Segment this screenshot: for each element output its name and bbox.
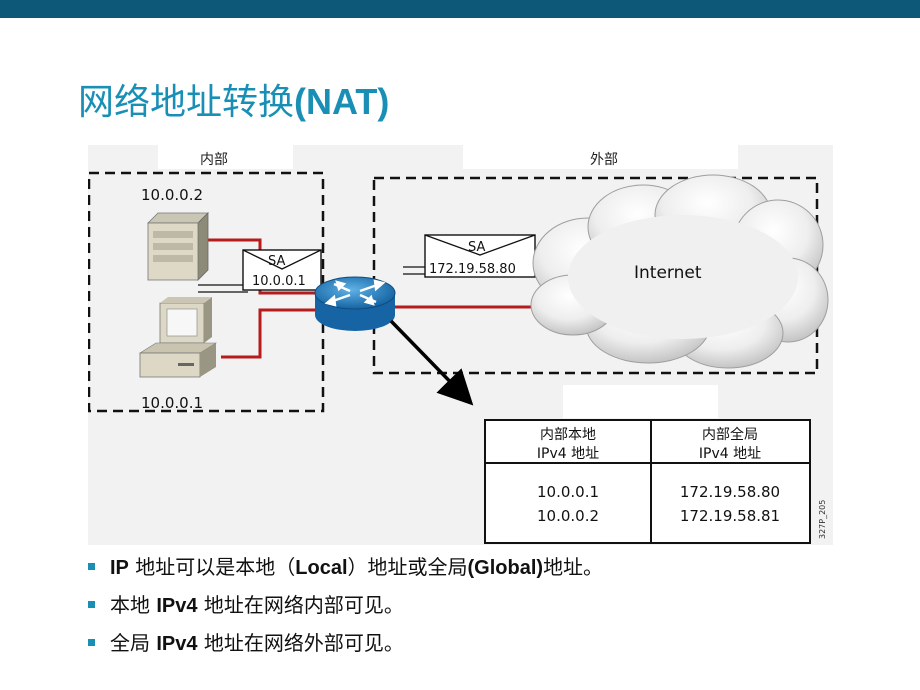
top-banner bbox=[0, 0, 920, 18]
header-global-line1: 内部全局 bbox=[702, 426, 758, 443]
internet-cloud: Internet bbox=[530, 174, 829, 369]
bullet-marker bbox=[88, 563, 95, 570]
bullet-2-text-b: 地址在网络内部可见。 bbox=[197, 593, 404, 617]
figure-id-label: 327P_205 bbox=[818, 500, 827, 539]
router-icon bbox=[314, 276, 396, 331]
inside-packet-address: 10.0.0.1 bbox=[252, 274, 306, 289]
bullet-1-bold-c: (Global) bbox=[467, 557, 544, 579]
inside-packet: SA 10.0.0.1 bbox=[242, 249, 322, 291]
pc-ip-label: 10.0.0.1 bbox=[141, 394, 203, 412]
table-cell-local-2: 10.0.0.2 bbox=[537, 507, 599, 525]
bullet-3-text-b: 地址在网络外部可见。 bbox=[197, 631, 404, 655]
outside-packet-address: 172.19.58.80 bbox=[429, 262, 516, 277]
inside-packet-header: SA bbox=[268, 254, 285, 269]
table-caption-strip bbox=[563, 385, 718, 418]
table-cell-global-1: 172.19.58.80 bbox=[680, 483, 780, 501]
nat-diagram-canvas: 内部 外部 10.0.0.2 10.0.0.1 bbox=[88, 145, 833, 545]
header-global-line2: IPv4 地址 bbox=[699, 446, 761, 462]
bullet-1-bold-a: IP bbox=[110, 557, 129, 579]
bullet-2-bold-a: IPv4 bbox=[156, 595, 198, 617]
bullet-3-bold-a: IPv4 bbox=[156, 633, 198, 655]
pc-icon bbox=[138, 297, 218, 378]
outside-label-strip bbox=[463, 145, 738, 169]
inside-label-strip bbox=[158, 145, 293, 169]
nat-table-arrow bbox=[389, 319, 474, 406]
header-local-line1: 内部本地 bbox=[540, 427, 596, 443]
bullet-1-text-b: 地址可以是本地（ bbox=[128, 555, 296, 579]
server-icon bbox=[147, 212, 209, 281]
server-ip-label: 10.0.0.2 bbox=[141, 186, 203, 204]
outside-packet: SA 172.19.58.80 bbox=[424, 234, 536, 278]
header-local-line2: IPv4 地址 bbox=[537, 446, 599, 462]
bullet-marker bbox=[88, 601, 95, 608]
bullet-item-2: 本地 IPv4 地址在网络内部可见。 bbox=[88, 590, 603, 628]
bullet-item-3: 全局 IPv4 地址在网络外部可见。 bbox=[88, 628, 603, 666]
bullet-marker bbox=[88, 639, 95, 646]
nat-table: 内部本地 IPv4 地址 内部全局 IPv4 地址 10.0.0.1 172.1… bbox=[484, 419, 811, 544]
bullet-3-text-a: 全局 bbox=[110, 631, 157, 655]
bullet-item-1: IP 地址可以是本地（Local）地址或全局(Global)地址。 bbox=[88, 552, 603, 590]
pc-link bbox=[221, 308, 320, 359]
table-cell-local-1: 10.0.0.1 bbox=[537, 483, 599, 501]
nat-diagram: 内部 外部 10.0.0.2 10.0.0.1 bbox=[88, 145, 833, 545]
packet-trace-lines bbox=[198, 266, 426, 293]
slide-title: 网络地址转换(NAT) bbox=[78, 80, 389, 125]
bullet-1-text-c: ）地址或全局 bbox=[347, 555, 468, 579]
inside-label: 内部 bbox=[200, 152, 228, 168]
bullet-list: IP 地址可以是本地（Local）地址或全局(Global)地址。 本地 IPv… bbox=[88, 552, 603, 666]
outside-label: 外部 bbox=[590, 152, 618, 168]
outside-packet-header: SA bbox=[468, 240, 485, 255]
table-cell-global-2: 172.19.58.81 bbox=[680, 507, 780, 525]
title-abbreviation: (NAT) bbox=[294, 81, 390, 122]
bullet-2-text-a: 本地 bbox=[110, 593, 157, 617]
bullet-1-bold-b: Local bbox=[295, 557, 348, 579]
title-main: 网络地址转换 bbox=[78, 82, 295, 123]
internet-label: Internet bbox=[634, 263, 702, 283]
bullet-1-text-d: 地址。 bbox=[543, 555, 604, 579]
